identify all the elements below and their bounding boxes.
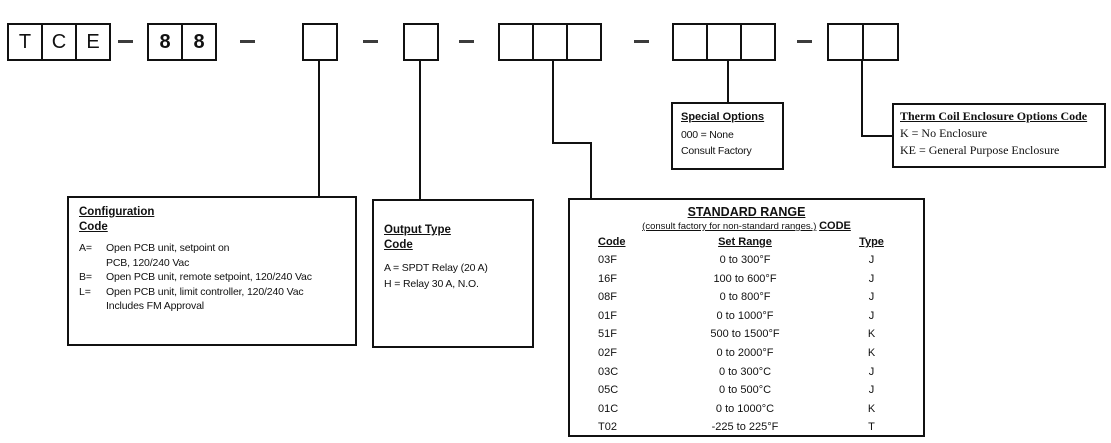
output-type-subtitle: Code bbox=[384, 239, 413, 251]
entry-description: Open PCB unit, limit controller, 120/240… bbox=[106, 285, 304, 313]
table-row: 05C 0 to 500°C J bbox=[598, 384, 875, 397]
code-group-special-options bbox=[672, 23, 776, 61]
code-group-prefix: T C E bbox=[7, 23, 111, 61]
entry-code: A= bbox=[79, 242, 92, 254]
code-cell: C bbox=[41, 23, 77, 61]
standard-range-box: STANDARD RANGE (consult factory for non-… bbox=[568, 198, 925, 437]
column-header-type: Type bbox=[859, 236, 884, 248]
table-row: 03C 0 to 300°C J bbox=[598, 365, 875, 378]
configuration-entries: A= Open PCB unit, setpoint on PCB, 120/2… bbox=[79, 241, 351, 314]
table-row: 01F 0 to 1000°F J bbox=[598, 309, 875, 322]
special-options-line: Consult Factory bbox=[681, 144, 752, 157]
connector-range-vertical-2 bbox=[590, 142, 592, 199]
table-row: 16F 100 to 600°F J bbox=[598, 272, 875, 285]
connector-range-horizontal bbox=[552, 142, 592, 144]
code-group-range bbox=[498, 23, 602, 61]
code-cell-blank bbox=[672, 23, 708, 61]
configuration-box: Configuration Code A= Open PCB unit, set… bbox=[67, 196, 357, 346]
configuration-entry: B= Open PCB unit, remote setpoint, 120/2… bbox=[79, 270, 351, 285]
connector-special-options bbox=[727, 60, 729, 103]
code-cell-blank bbox=[740, 23, 776, 61]
code-group-configuration bbox=[302, 23, 338, 61]
connector-enclosure-horizontal bbox=[861, 135, 893, 137]
configuration-entry: A= Open PCB unit, setpoint on PCB, 120/2… bbox=[79, 241, 351, 270]
dash-separator bbox=[634, 40, 649, 43]
code-cell-blank bbox=[827, 23, 864, 61]
code-cell-blank bbox=[498, 23, 534, 61]
configuration-title: Configuration bbox=[79, 206, 155, 218]
enclosure-options-box: Therm Coil Enclosure Options Code K = No… bbox=[892, 103, 1106, 168]
enclosure-options-title: Therm Coil Enclosure Options Code bbox=[900, 109, 1088, 123]
code-cell-blank bbox=[532, 23, 568, 61]
dash-separator bbox=[797, 40, 812, 43]
column-header-set-range: Set Range bbox=[718, 236, 772, 248]
table-row: 08F 0 to 800°F J bbox=[598, 291, 875, 304]
code-cell-blank bbox=[302, 23, 338, 61]
code-group-series: 8 8 bbox=[147, 23, 217, 61]
configuration-subtitle: Code bbox=[79, 221, 108, 233]
code-group-enclosure bbox=[827, 23, 899, 61]
column-header-code: Code bbox=[598, 236, 626, 248]
code-cell: E bbox=[75, 23, 111, 61]
enclosure-option-line: KE = General Purpose Enclosure bbox=[900, 143, 1060, 157]
table-row: 51F 500 to 1500°F K bbox=[598, 328, 876, 341]
output-type-box: Output Type Code A = SPDT Relay (20 A) H… bbox=[372, 199, 534, 348]
code-cell-blank bbox=[403, 23, 439, 61]
dash-separator bbox=[363, 40, 378, 43]
table-row: 02F 0 to 2000°F K bbox=[598, 346, 876, 359]
standard-range-subtitle: (consult factory for non-standard ranges… bbox=[642, 220, 851, 232]
code-cell-blank bbox=[566, 23, 602, 61]
output-type-title: Output Type bbox=[384, 224, 451, 236]
special-options-title: Special Options bbox=[681, 111, 765, 123]
entry-code: L= bbox=[79, 285, 91, 298]
connector-range-vertical-1 bbox=[552, 60, 554, 144]
special-options-box: Special Options 000 = None Consult Facto… bbox=[671, 102, 784, 170]
connector-enclosure-vertical bbox=[861, 60, 863, 137]
configuration-entry: L= Open PCB unit, limit controller, 120/… bbox=[79, 285, 351, 314]
connector-output-type bbox=[419, 60, 421, 200]
enclosure-option-line: K = No Enclosure bbox=[900, 126, 988, 140]
special-options-line: 000 = None bbox=[681, 129, 734, 141]
connector-configuration bbox=[318, 60, 320, 197]
code-cell-blank bbox=[862, 23, 899, 61]
entry-description: Open PCB unit, remote setpoint, 120/240 … bbox=[106, 271, 312, 284]
dash-separator bbox=[118, 40, 133, 43]
dash-separator bbox=[240, 40, 255, 43]
standard-range-header-row: Code Set Range Type bbox=[570, 234, 923, 251]
table-row: 01C 0 to 1000°C K bbox=[598, 402, 876, 415]
output-type-entries: A = SPDT Relay (20 A) H = Relay 30 A, N.… bbox=[384, 260, 528, 292]
code-cell: T bbox=[7, 23, 43, 61]
standard-range-title: STANDARD RANGE bbox=[687, 205, 806, 219]
entry-description: Open PCB unit, setpoint on PCB, 120/240 … bbox=[106, 242, 230, 269]
dash-separator bbox=[459, 40, 474, 43]
table-row: 03F 0 to 300°F J bbox=[598, 254, 875, 266]
code-cell: 8 bbox=[147, 23, 183, 61]
entry-code: B= bbox=[79, 271, 92, 284]
output-type-entry: H = Relay 30 A, N.O. bbox=[384, 278, 479, 290]
table-row: T02 -225 to 225°F T bbox=[598, 421, 875, 434]
code-cell: 8 bbox=[181, 23, 217, 61]
code-cell-blank bbox=[706, 23, 742, 61]
code-group-output-type bbox=[403, 23, 439, 61]
output-type-entry: A = SPDT Relay (20 A) bbox=[384, 262, 488, 274]
